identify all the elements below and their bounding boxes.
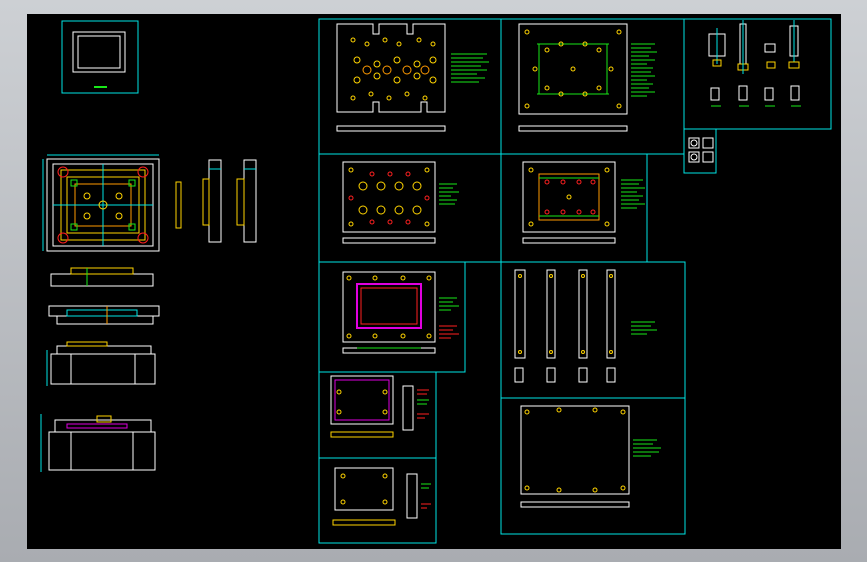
parts-strips-drawing[interactable]: [514, 269, 657, 383]
mold-plan-view[interactable]: [42, 154, 160, 252]
mold-section-views[interactable]: [40, 267, 160, 472]
plate-1-drawing[interactable]: [336, 23, 489, 132]
plate-6-drawing[interactable]: [330, 375, 429, 438]
plate-5-drawing[interactable]: [342, 271, 459, 354]
small-parts-drawing[interactable]: [688, 20, 801, 163]
plate-3-drawing[interactable]: [342, 161, 459, 244]
cad-canvas[interactable]: [27, 14, 841, 549]
plate-8-drawing[interactable]: [332, 467, 431, 526]
plate-4-drawing[interactable]: [522, 161, 645, 244]
sheet-borders: [318, 18, 832, 544]
plate-2-drawing[interactable]: [518, 23, 657, 132]
assembly-view[interactable]: [40, 20, 257, 472]
mold-side-views[interactable]: [175, 159, 257, 243]
plate-7-drawing[interactable]: [520, 405, 661, 508]
drawing-area[interactable]: [27, 14, 841, 549]
part-preview[interactable]: [61, 20, 139, 94]
